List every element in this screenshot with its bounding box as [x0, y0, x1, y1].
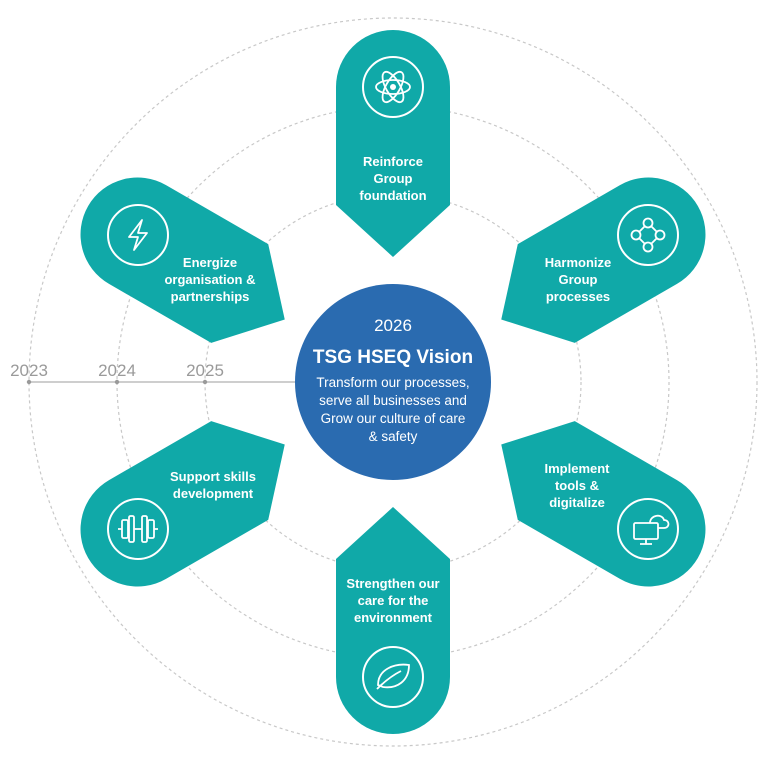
timeline-dot-2025: [202, 379, 208, 385]
leaf-glyph: [376, 663, 410, 690]
petal-shape: [501, 177, 706, 343]
petal-label-4-line-1: Strengthen our: [346, 576, 439, 591]
leaf-icon: [362, 646, 424, 708]
petal-reinforce-group-foundation: [336, 30, 450, 257]
vision-center: 2026 TSG HSEQ Vision Transform our proce…: [295, 284, 491, 480]
petal-shape: [336, 507, 450, 734]
petal-label-2-line-1: Harmonize: [545, 255, 611, 270]
timeline-dot-2023: [26, 379, 32, 385]
petal-label-4-line-3: environment: [354, 610, 433, 625]
network-links: [630, 217, 666, 253]
petal-label-6-line-2: organisation &: [164, 272, 255, 287]
petal-implement-tools-digitalize: [501, 421, 706, 587]
petal-label-4-line-2: care for the: [358, 593, 429, 608]
vision-text-line-3: Grow our culture of care: [321, 411, 466, 426]
network-nodes-icon: [617, 204, 679, 266]
petal-energize-organisation: [80, 177, 285, 343]
monitor-glyph: [633, 514, 670, 545]
petal-shape: [80, 177, 285, 343]
petal-label-5-line-1: Support skills: [170, 469, 256, 484]
cloud-monitor-icon: [617, 498, 679, 560]
vision-year: 2026: [374, 316, 412, 335]
petal-shape: [80, 421, 285, 587]
petal-icon-cloud-monitor: [617, 498, 679, 560]
atom-icon: [362, 56, 424, 118]
year-label-2025: 2025: [186, 361, 224, 380]
petal-label-3-line-3: digitalize: [549, 495, 605, 510]
timeline-axis: 2023 2024 2025: [10, 361, 305, 385]
ring-2023: [28, 17, 758, 747]
vision-text-line-4: & safety: [369, 429, 418, 444]
petal-icon-network: [617, 204, 679, 266]
petal-label-1-line-1: Reinforce: [363, 154, 423, 169]
petal-icon-atom: [362, 56, 424, 118]
petals: Reinforce Group foundation Harmonize Gro…: [80, 30, 706, 734]
petal-support-skills-development: [80, 421, 285, 587]
vision-text-line-1: Transform our processes,: [316, 375, 469, 390]
petal-label-2-line-2: Group: [559, 272, 598, 287]
petal-label-1-line-2: Group: [374, 171, 413, 186]
petal-label-3-line-2: tools &: [555, 478, 599, 493]
petal-shape: [501, 421, 706, 587]
lightning-glyph: [128, 219, 148, 251]
timeline-dot-2024: [114, 379, 120, 385]
petal-icon-lightning: [107, 204, 169, 266]
dumbbell-icon: [107, 498, 169, 560]
petal-icon-leaf: [362, 646, 424, 708]
petal-harmonize-group-processes: [501, 177, 706, 343]
atom-nucleus: [390, 84, 396, 90]
petal-shape: [336, 30, 450, 257]
petal-label-2-line-3: processes: [546, 289, 610, 304]
petal-label-6-line-1: Energize: [183, 255, 237, 270]
year-label-2023: 2023: [10, 361, 48, 380]
petal-label-1-line-3: foundation: [359, 188, 426, 203]
petal-label-5-line-2: development: [173, 486, 254, 501]
petal-icon-dumbbell: [107, 498, 169, 560]
atom-orbits: [375, 70, 411, 104]
vision-text-line-2: serve all businesses and: [319, 393, 467, 408]
lightning-icon: [107, 204, 169, 266]
petal-label-3-line-1: Implement: [544, 461, 610, 476]
dumbbell-glyph: [118, 515, 158, 543]
vision-center-circle: [295, 284, 491, 480]
petal-label-6-line-3: partnerships: [171, 289, 250, 304]
vision-title: TSG HSEQ Vision: [313, 347, 473, 368]
petal-strengthen-care-environment: [336, 507, 450, 734]
year-label-2024: 2024: [98, 361, 136, 380]
